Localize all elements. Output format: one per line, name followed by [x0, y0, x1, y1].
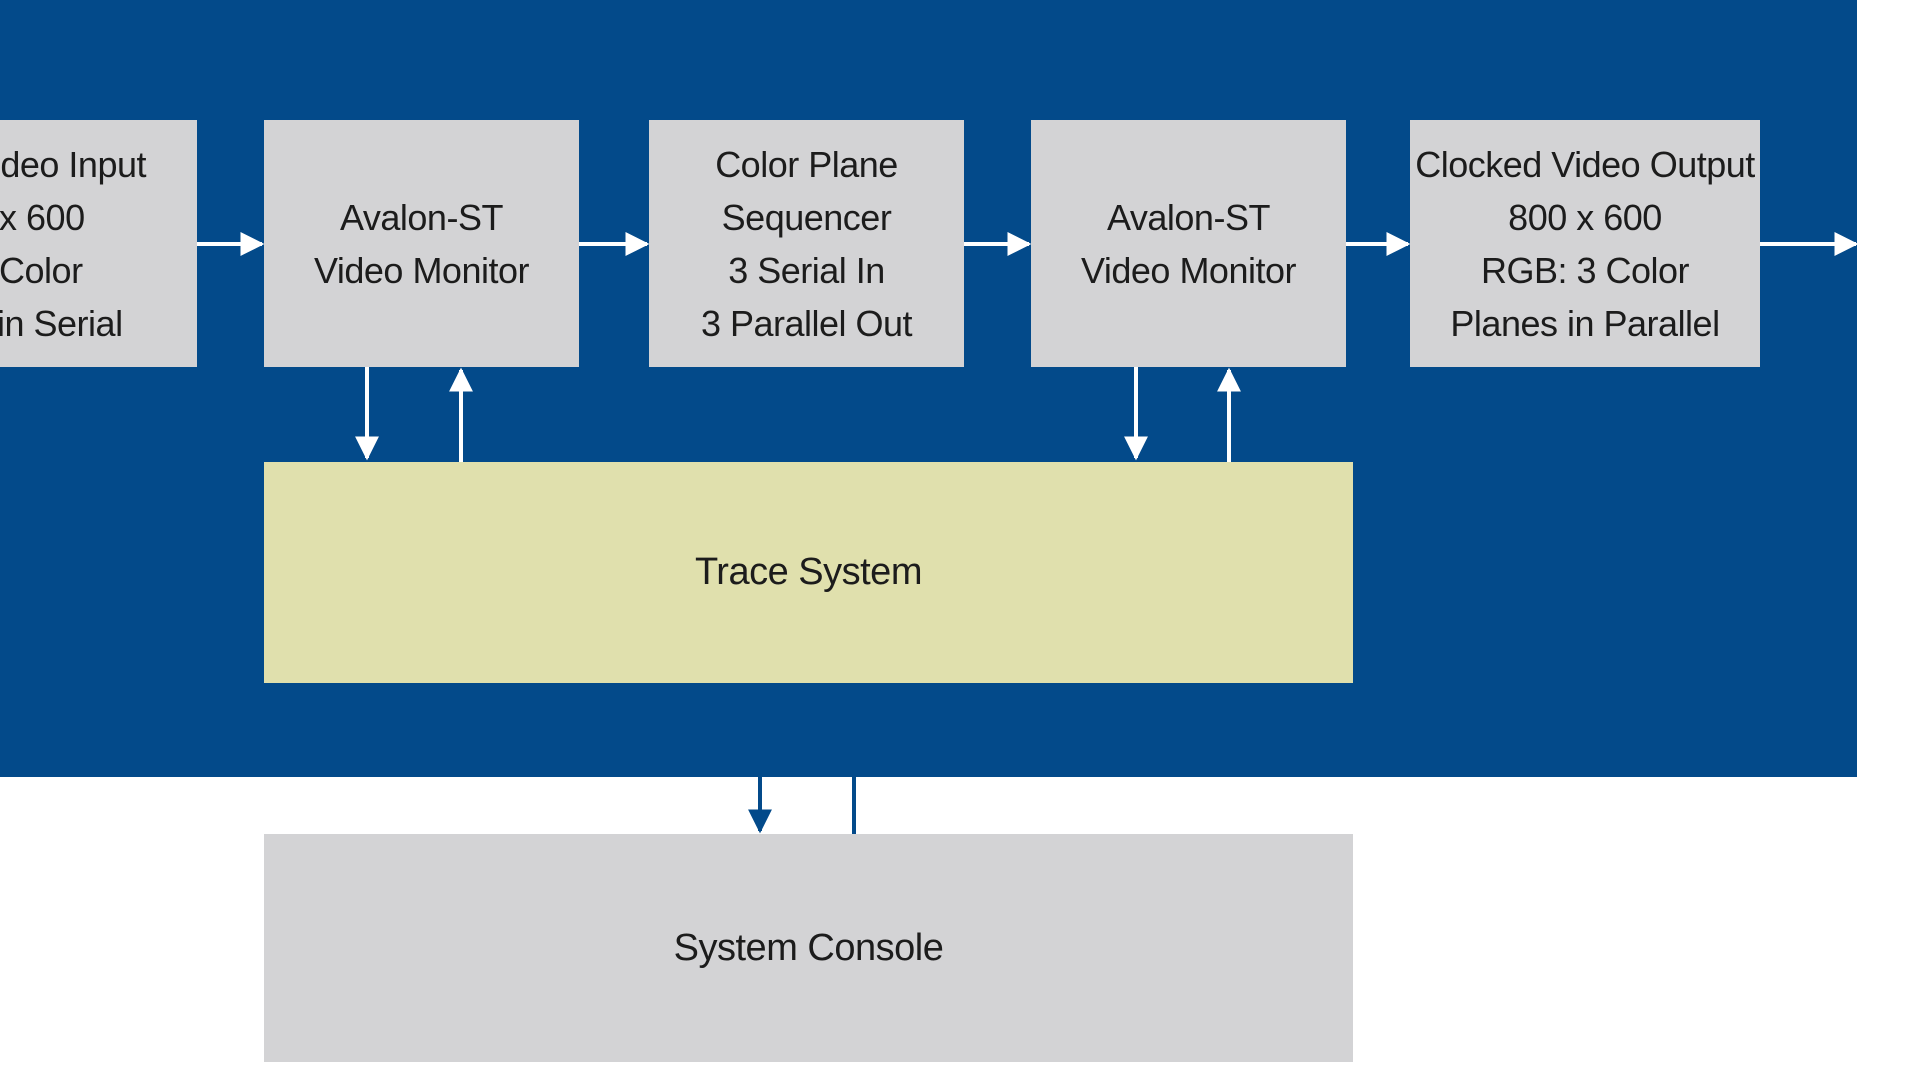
- block-line: 3 Serial In: [728, 249, 885, 291]
- trace-system-label: Trace System: [695, 551, 922, 593]
- trace-system-block: Trace System: [264, 462, 1353, 683]
- video-input-block: Video Input 0 x 600 3 Color s in Serial: [0, 120, 197, 367]
- block-line: Sequencer: [721, 196, 892, 238]
- system-console-block: System Console: [264, 834, 1353, 1062]
- video-monitor-2-block: Avalon-ST Video Monitor: [1031, 120, 1346, 367]
- clocked-video-output-block: Clocked Video Output 800 x 600 RGB: 3 Co…: [1410, 120, 1760, 367]
- video-monitor-1-block: Avalon-ST Video Monitor: [264, 120, 579, 367]
- block-line: 3 Color: [0, 249, 83, 291]
- system-console-label: System Console: [673, 926, 944, 969]
- block-line: Video Monitor: [1081, 249, 1296, 291]
- block-line: Video Input: [0, 143, 147, 185]
- block-line: 800 x 600: [1508, 196, 1662, 238]
- block-line: RGB: 3 Color: [1480, 249, 1690, 291]
- block-line: Planes in Parallel: [1450, 302, 1720, 344]
- block-line: Color Plane: [715, 143, 898, 185]
- block-line: s in Serial: [0, 302, 123, 344]
- block-line: 0 x 600: [0, 196, 85, 238]
- block-line: 3 Parallel Out: [700, 302, 913, 344]
- block-line: Avalon-ST: [340, 196, 503, 238]
- block-line: Avalon-ST: [1107, 196, 1270, 238]
- color-plane-sequencer-block: Color Plane Sequencer 3 Serial In 3 Para…: [649, 120, 964, 367]
- block-line: Video Monitor: [314, 249, 529, 291]
- block-line: Clocked Video Output: [1415, 143, 1755, 185]
